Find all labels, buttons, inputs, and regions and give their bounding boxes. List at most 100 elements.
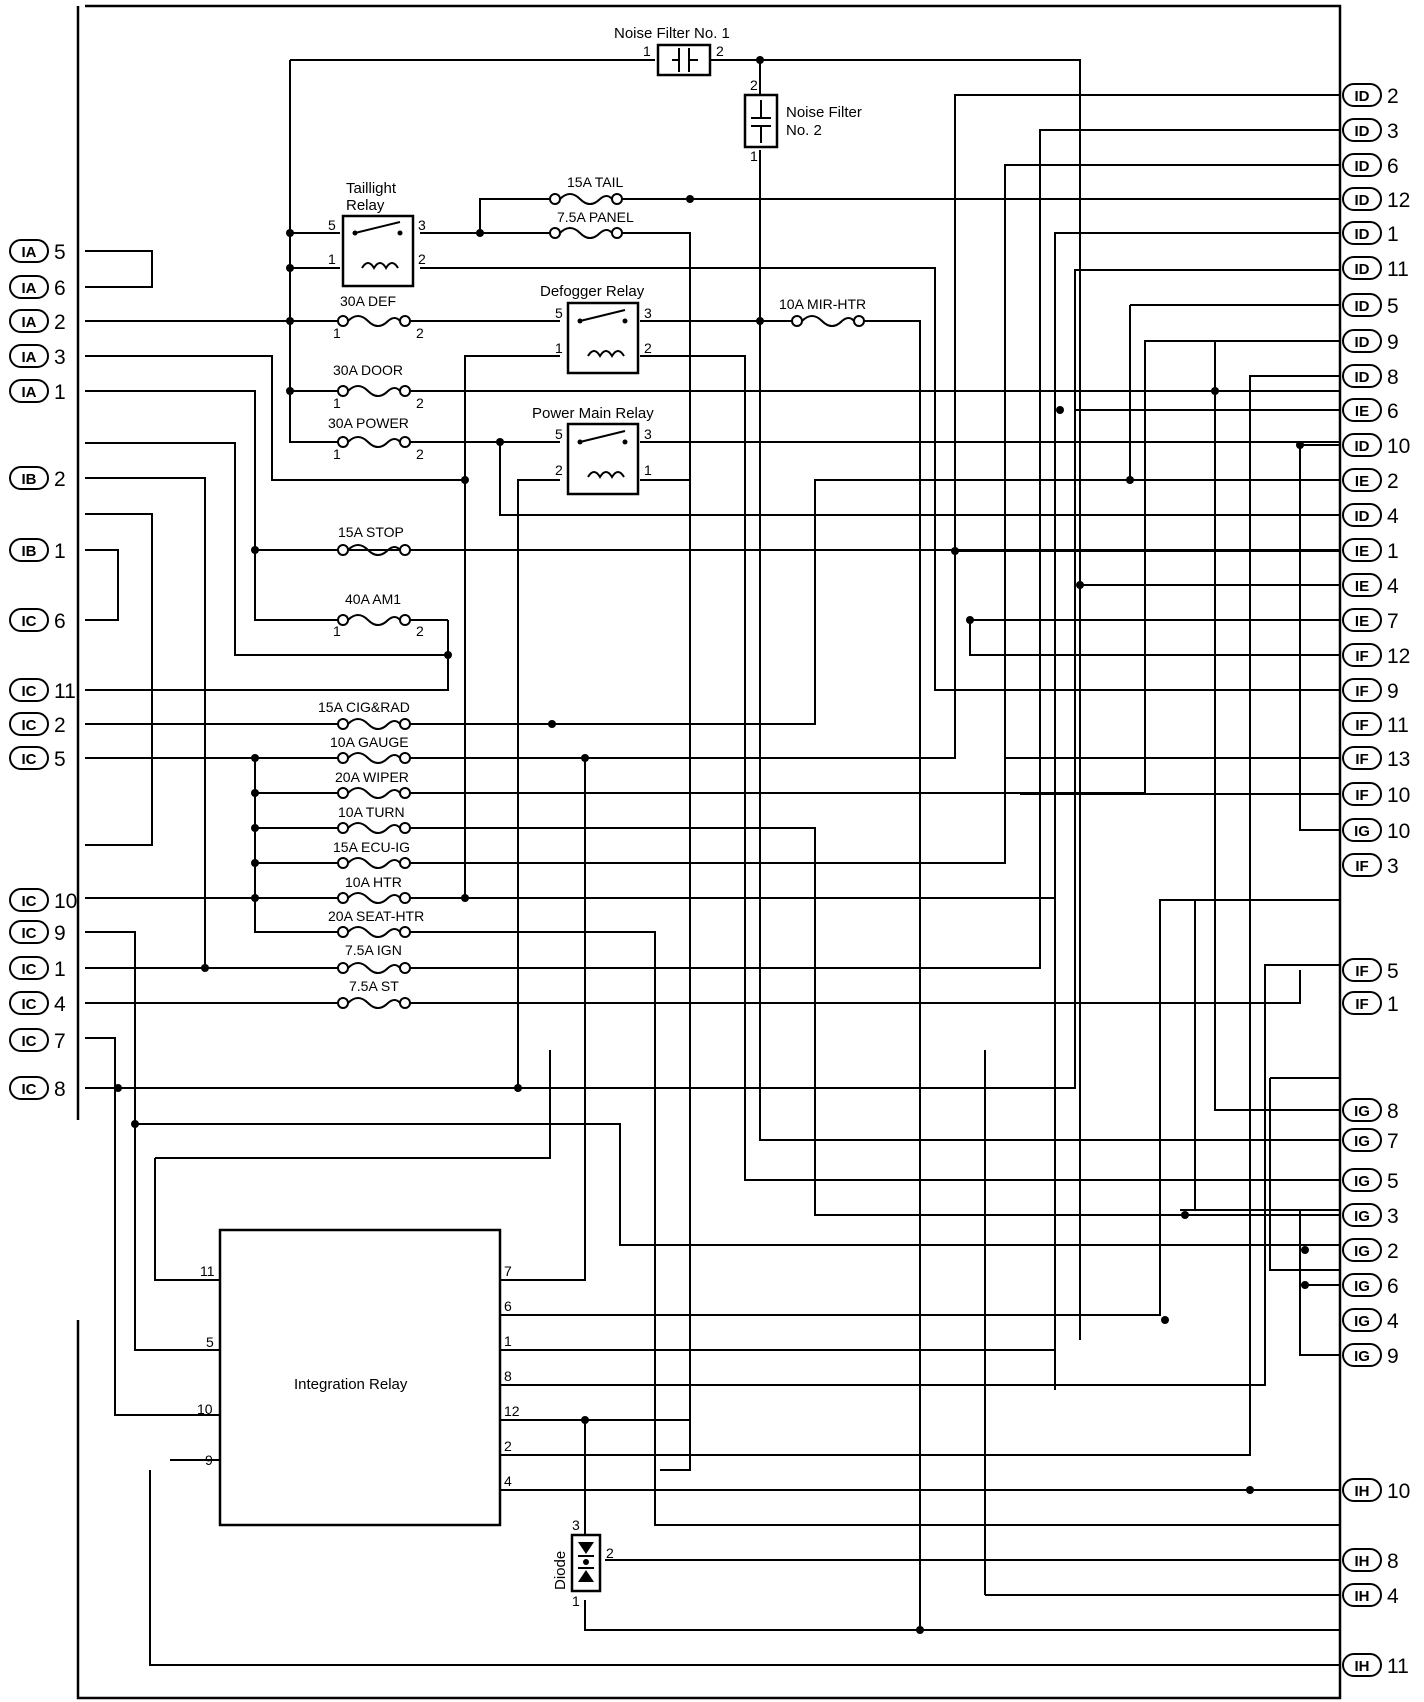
svg-text:11: 11	[200, 1263, 215, 1279]
svg-text:7.5A IGN: 7.5A IGN	[345, 942, 402, 958]
svg-text:Diode: Diode	[552, 1551, 569, 1590]
svg-text:15A CIG&RAD: 15A CIG&RAD	[318, 699, 410, 715]
connector-id: IA	[22, 384, 37, 401]
svg-text:Integration Relay: Integration Relay	[294, 1376, 408, 1393]
right-connector-ih-8: IH 8	[1342, 1548, 1399, 1573]
fuse-7.5a-st: 7.5A ST	[337, 978, 411, 1009]
fuse-7.5a-ign: 7.5A IGN	[337, 942, 411, 974]
connector-id: ID	[1355, 123, 1370, 140]
fuse-10a-htr: 10A HTR	[337, 874, 411, 904]
svg-text:10: 10	[197, 1401, 213, 1417]
svg-text:30A POWER: 30A POWER	[328, 415, 409, 431]
svg-text:1: 1	[333, 325, 341, 341]
svg-text:7: 7	[504, 1263, 512, 1279]
connector-id: ID	[1355, 158, 1370, 175]
connector-id: ID	[1355, 508, 1370, 525]
connector-pin: 11	[1387, 258, 1409, 281]
connector-pin: 4	[54, 993, 66, 1016]
connector-pin: 9	[1387, 331, 1399, 354]
svg-text:10A TURN: 10A TURN	[338, 804, 405, 820]
svg-text:2: 2	[416, 446, 424, 462]
svg-text:10A HTR: 10A HTR	[345, 874, 402, 890]
fuse-7.5a-panel: 7.5A PANEL	[549, 209, 634, 239]
diode: Diode 3 2 1	[552, 1517, 614, 1609]
fuse-15a-tail: 15A TAIL	[549, 174, 624, 205]
connector-pin: 10	[1387, 784, 1410, 807]
svg-text:Taillight: Taillight	[346, 180, 397, 197]
connector-id: ID	[1355, 261, 1370, 278]
connector-id: IG	[1354, 1133, 1370, 1150]
connector-id: IF	[1355, 683, 1368, 700]
connector-pin: 8	[1387, 1550, 1399, 1573]
connector-id: IC	[22, 751, 37, 768]
connector-id: IG	[1354, 1278, 1370, 1295]
left-connector-ic-5: IC 5	[9, 746, 66, 771]
svg-text:30A DEF: 30A DEF	[340, 293, 396, 309]
svg-text:8: 8	[504, 1368, 512, 1384]
connector-pin: 2	[1387, 1240, 1399, 1263]
svg-text:5: 5	[555, 305, 563, 321]
connector-pin: 1	[1387, 540, 1399, 563]
svg-text:2: 2	[504, 1438, 512, 1454]
fuse-15a-cig-rad: 15A CIG&RAD	[318, 699, 411, 730]
svg-text:Relay: Relay	[346, 197, 385, 214]
connector-pin: 5	[54, 748, 66, 771]
connector-id: IE	[1355, 403, 1369, 420]
fuse-20a-wiper: 20A WIPER	[335, 769, 411, 799]
connector-id: IH	[1355, 1483, 1370, 1500]
svg-text:Defogger Relay: Defogger Relay	[540, 283, 645, 300]
connector-pin: 5	[1387, 295, 1399, 318]
connector-pin: 1	[1387, 993, 1399, 1016]
svg-text:1: 1	[572, 1593, 580, 1609]
connector-id: ID	[1355, 438, 1370, 455]
junction-block-frame	[76, 4, 1342, 1700]
connector-id: IC	[22, 613, 37, 630]
connector-id: IH	[1355, 1553, 1370, 1570]
taillight-relay: Taillight Relay 5 3 1 2	[328, 180, 426, 288]
connector-pin: 8	[1387, 366, 1399, 389]
svg-text:1: 1	[643, 43, 651, 59]
svg-text:9: 9	[205, 1452, 213, 1468]
connector-id: IC	[22, 717, 37, 734]
svg-text:2: 2	[716, 43, 724, 59]
connector-pin: 3	[1387, 855, 1399, 878]
svg-text:1: 1	[504, 1333, 512, 1349]
connector-pin: 13	[1387, 748, 1410, 771]
connector-id: IF	[1355, 787, 1368, 804]
svg-text:2: 2	[416, 623, 424, 639]
svg-text:15A ECU-IG: 15A ECU-IG	[333, 839, 410, 855]
connector-pin: 8	[54, 1078, 66, 1101]
connector-pin: 5	[54, 241, 66, 264]
connector-id: IA	[22, 314, 37, 331]
right-connector-id-11: ID 11	[1342, 256, 1409, 281]
connector-id: IC	[22, 996, 37, 1013]
left-connector-ic-4: IC 4	[9, 991, 66, 1016]
svg-text:10A GAUGE: 10A GAUGE	[330, 734, 409, 750]
connector-pin: 6	[54, 277, 66, 300]
connector-id: ID	[1355, 369, 1370, 386]
connector-pin: 10	[1387, 820, 1410, 843]
connector-pin: 4	[1387, 1310, 1399, 1333]
connector-pin: 10	[54, 890, 77, 913]
